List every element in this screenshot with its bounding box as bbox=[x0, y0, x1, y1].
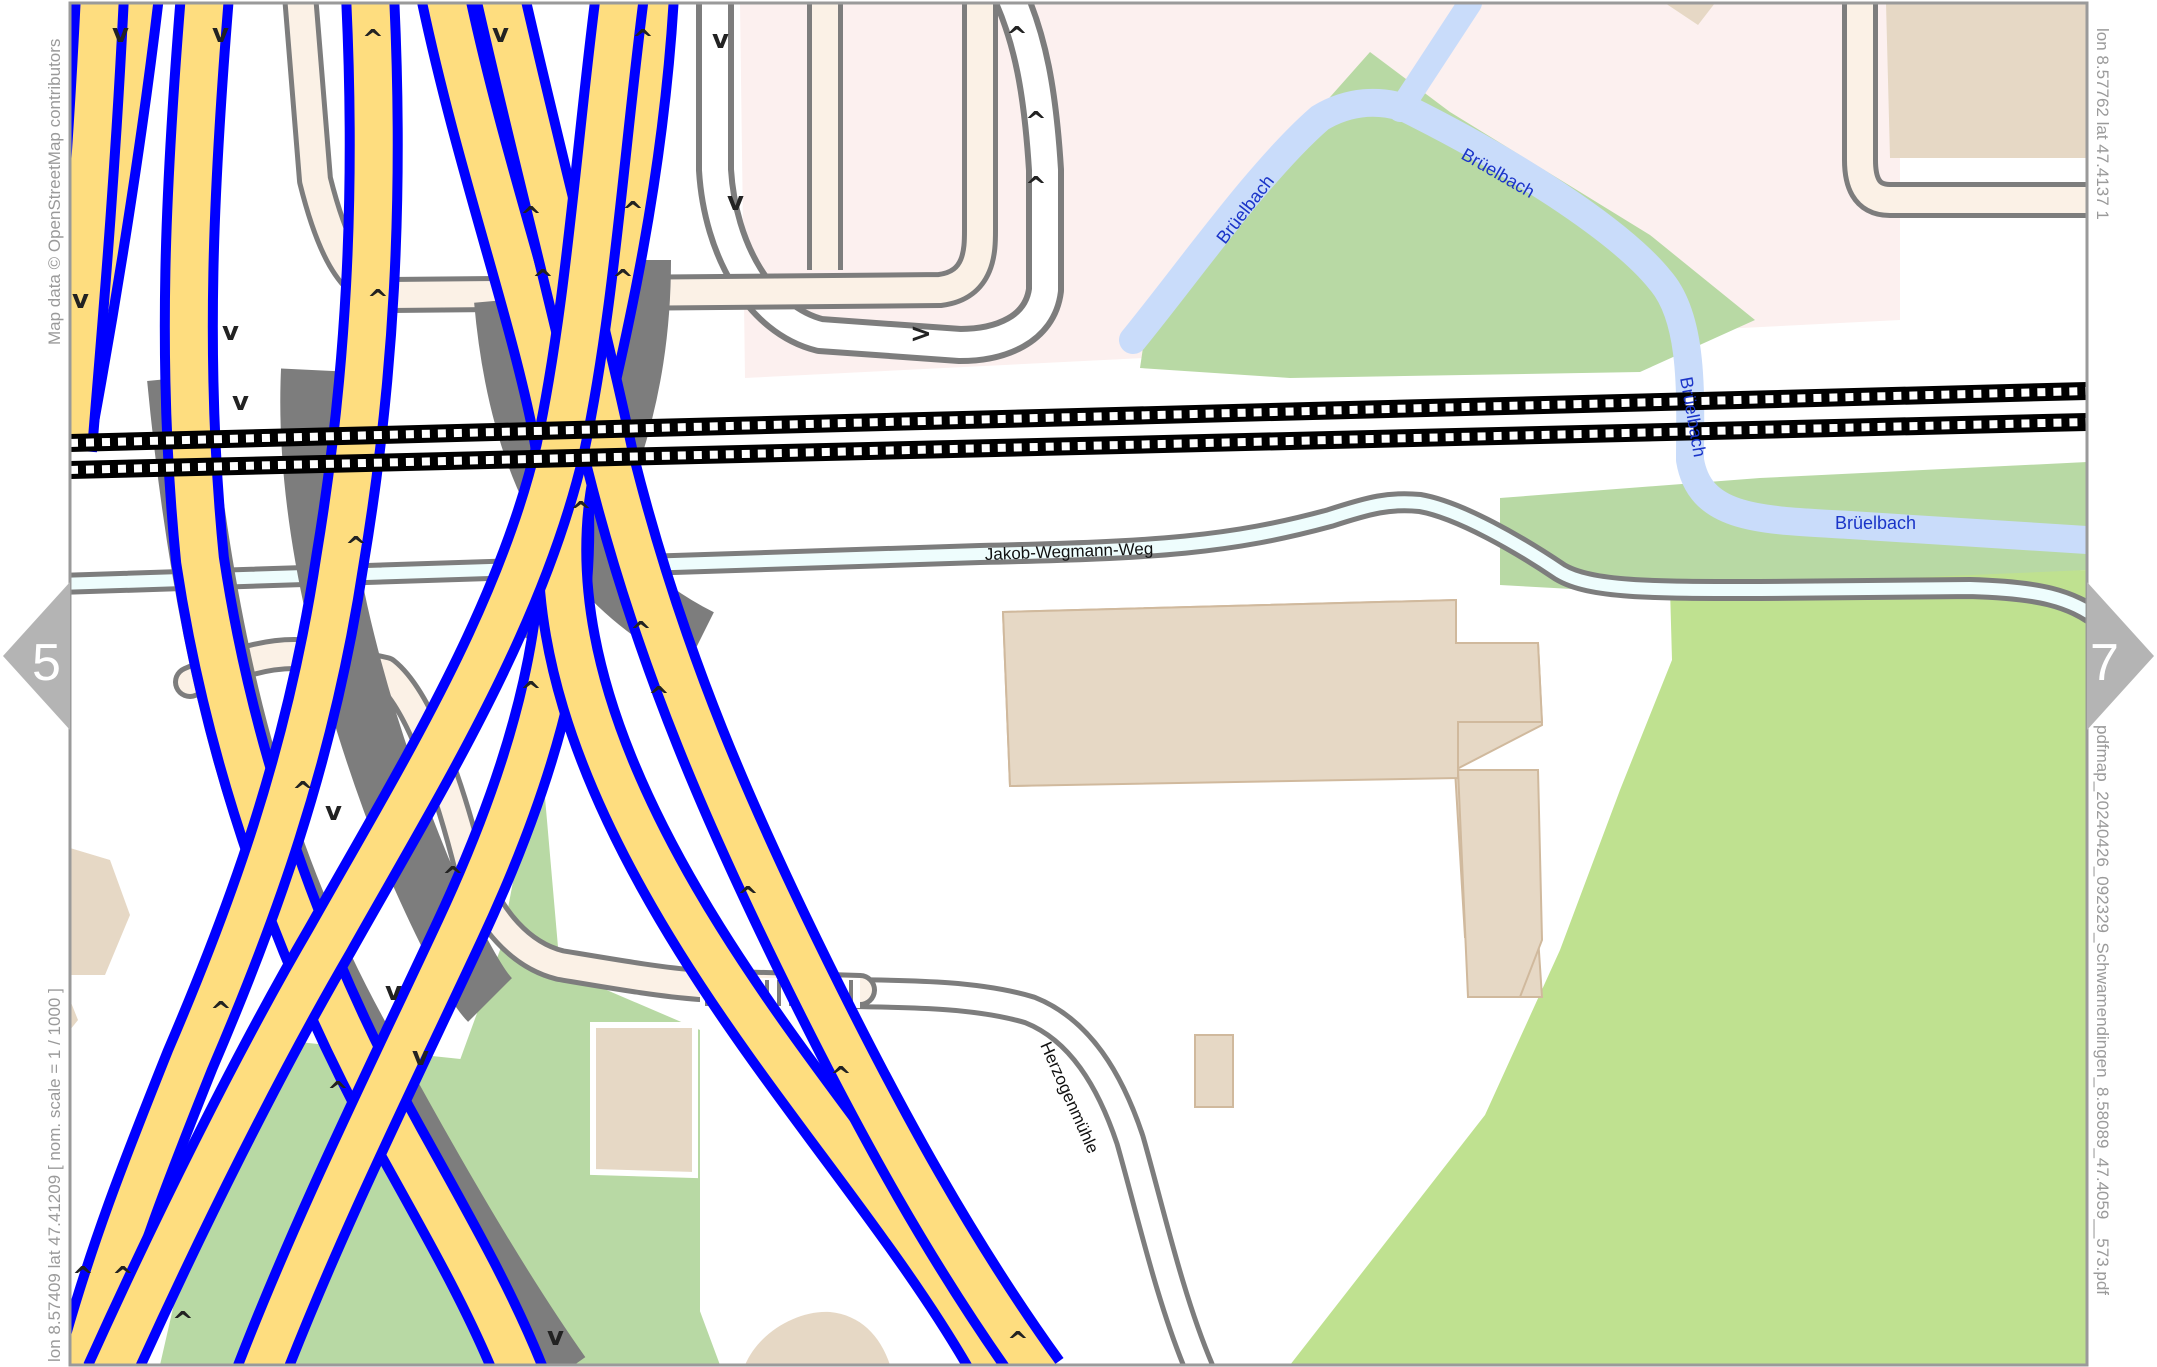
oneway-chevron-icon: v bbox=[112, 19, 129, 49]
oneway-chevron-icon: ^ bbox=[172, 1307, 194, 1337]
oneway-chevron-icon: v bbox=[325, 797, 342, 827]
oneway-chevron-icon: v bbox=[547, 1322, 564, 1352]
oneway-chevron-icon: ^ bbox=[520, 677, 542, 707]
oneway-chevron-icon: ^ bbox=[830, 1062, 852, 1092]
oneway-chevron-icon: ^ bbox=[648, 682, 670, 712]
oneway-chevron-icon: ^ bbox=[362, 25, 384, 55]
grass-area-east bbox=[1290, 570, 2087, 1365]
oneway-chevron-icon: ^ bbox=[737, 882, 759, 912]
oneway-chevron-icon: ^ bbox=[520, 202, 542, 232]
oneway-chevron-icon: ^ bbox=[292, 777, 314, 807]
service-road-herzogenmuehle bbox=[849, 977, 1215, 1365]
oneway-chevron-icon: ^ bbox=[622, 197, 644, 227]
building-northeast bbox=[1886, 3, 2087, 158]
coordinates-top-right: lon 8.57762 lat 47.4137 1 bbox=[2093, 28, 2112, 220]
building-large-body bbox=[1001, 598, 1544, 788]
oneway-chevron-icon: v bbox=[222, 317, 239, 347]
oneway-chevron-icon: ^ bbox=[367, 285, 389, 315]
filename-text: pdfmap_20240426_092329_Schwamendingen_8.… bbox=[2093, 725, 2112, 1295]
building-southwest-corner bbox=[70, 1000, 78, 1030]
prev-page-button[interactable]: 5 bbox=[3, 582, 70, 730]
footpath-jakob-wegmann-weg bbox=[70, 491, 2087, 625]
park-area-north bbox=[1140, 52, 1755, 378]
oneway-chevron-icon: ^ bbox=[112, 1262, 134, 1292]
oneway-chevron-icon: ^ bbox=[1025, 172, 1047, 202]
next-page-button[interactable]: 7 bbox=[2087, 582, 2154, 730]
building-south bbox=[590, 1022, 698, 1179]
building-small bbox=[1194, 1034, 1234, 1108]
oneway-chevron-icon: ^ bbox=[1007, 1327, 1029, 1357]
building-north-corner bbox=[1665, 3, 1715, 25]
building-wing bbox=[1456, 769, 1544, 998]
oneway-chevron-icon: ^ bbox=[327, 1077, 349, 1107]
oneway-chevron-icon: ^ bbox=[1006, 22, 1028, 52]
oneway-chevron-icon: v bbox=[212, 19, 229, 49]
label-bruelbach-4: Brüelbach bbox=[1835, 513, 1916, 533]
building-south-dome bbox=[745, 1311, 890, 1365]
triangle-right-icon[interactable] bbox=[2087, 582, 2154, 730]
oneway-chevron-icon: v bbox=[727, 187, 744, 217]
next-page-number: 7 bbox=[2090, 634, 2119, 692]
oneway-chevron-icon: ^ bbox=[570, 497, 592, 527]
oneway-chevron-icon: ^ bbox=[1025, 107, 1047, 137]
residential-loop-road bbox=[696, 3, 1064, 364]
oneway-arrows: v v ^ v ^ v ^ ^ ^ v > ^ ^ ^ ^ ^ v v v ^ … bbox=[72, 19, 1047, 1357]
oneway-chevron-icon: ^ bbox=[72, 1262, 94, 1292]
stream-bruelbach bbox=[1119, 3, 2087, 554]
oneway-chevron-icon: > bbox=[910, 319, 932, 349]
oneway-chevron-icon: v bbox=[712, 25, 729, 55]
oneway-chevron-icon: ^ bbox=[532, 265, 554, 295]
oneway-chevron-icon: ^ bbox=[632, 25, 654, 55]
triangle-left-icon[interactable] bbox=[3, 582, 70, 730]
oneway-chevron-icon: v bbox=[72, 285, 89, 315]
oneway-chevron-icon: ^ bbox=[442, 862, 464, 892]
oneway-chevron-icon: ^ bbox=[345, 532, 367, 562]
oneway-chevron-icon: ^ bbox=[630, 617, 652, 647]
oneway-chevron-icon: ^ bbox=[612, 265, 634, 295]
coordinates-bottom-left: lon 8.57409 lat 47.41209 [ nom. scale = … bbox=[45, 988, 64, 1362]
oneway-chevron-icon: v bbox=[385, 977, 402, 1007]
oneway-chevron-icon: v bbox=[492, 19, 509, 49]
prev-page-number: 5 bbox=[32, 634, 61, 692]
motorway-a bbox=[70, 3, 1064, 1365]
oneway-chevron-icon: ^ bbox=[210, 997, 232, 1027]
oneway-chevron-icon: v bbox=[232, 387, 249, 417]
building-west bbox=[70, 848, 130, 975]
railway-tracks bbox=[70, 382, 2087, 479]
map-layers: v v ^ v ^ v ^ ^ ^ v > ^ ^ ^ ^ ^ v v v ^ … bbox=[70, 3, 2087, 1365]
attribution-text: Map data © OpenStreetMap contributors bbox=[45, 39, 64, 345]
oneway-chevron-icon: v bbox=[412, 1042, 429, 1072]
